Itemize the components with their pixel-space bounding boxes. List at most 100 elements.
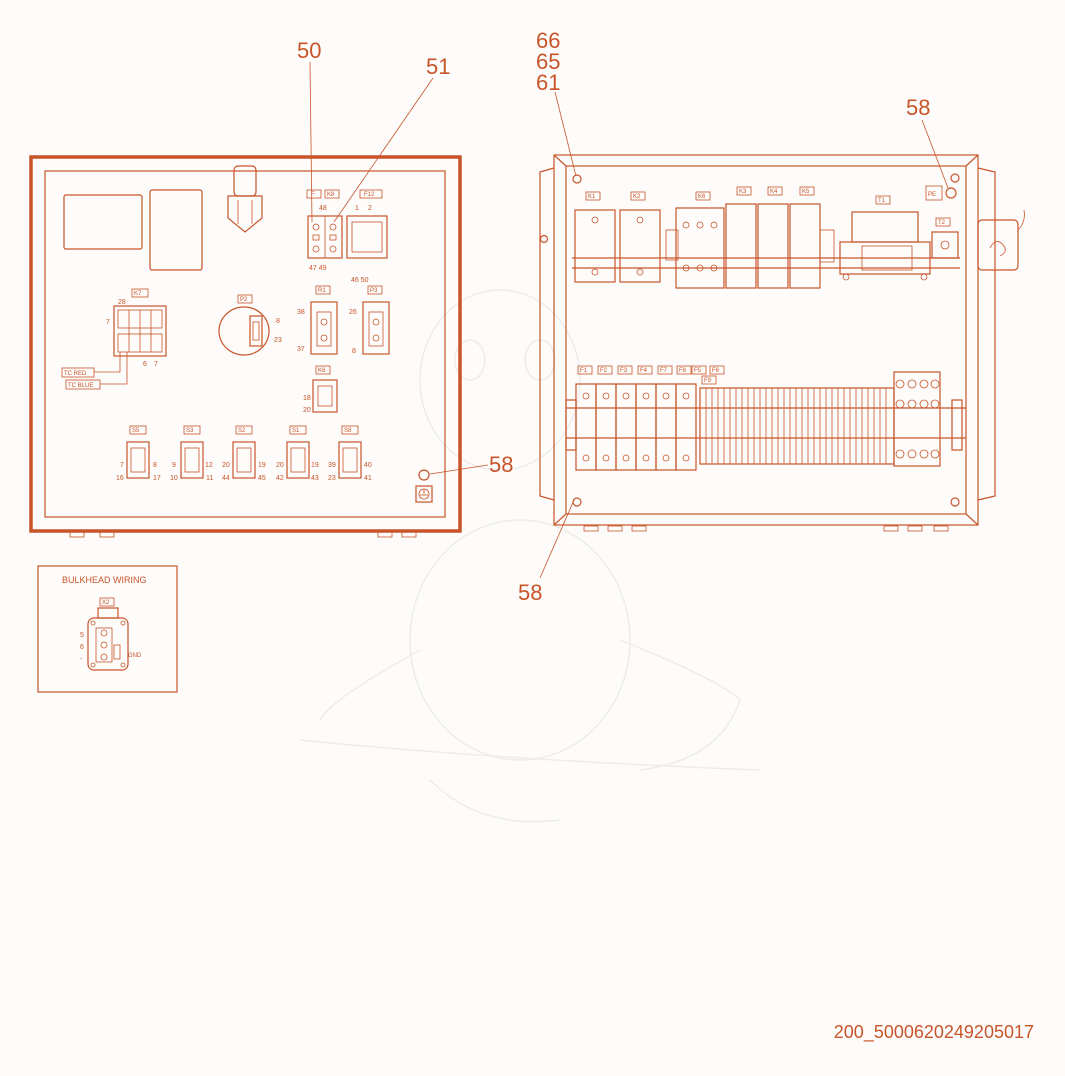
callout-58-top: 58	[906, 95, 930, 120]
bulkhead-pin-dash: -	[80, 656, 83, 663]
contactor-k4	[757, 203, 789, 289]
svg-text:9: 9	[172, 462, 176, 469]
tag-k8: K8	[327, 192, 335, 198]
bulkhead-title: BULKHEAD WIRING	[62, 575, 147, 585]
wire-46-50: 46 50	[351, 277, 369, 284]
relay-k8	[307, 215, 343, 259]
switch-s1: S1 20 19 42 43	[276, 425, 319, 482]
svg-text:39: 39	[328, 462, 336, 469]
callout-58-mid: 58	[489, 452, 513, 477]
terminal-t2	[931, 231, 959, 259]
tag-p3: P3	[370, 288, 378, 294]
tag-f-small: F	[311, 192, 315, 198]
bulkhead-pin-6: 6	[80, 644, 84, 651]
fuse-blocks	[565, 383, 697, 471]
tag-k2: K2	[633, 194, 641, 200]
svg-text:F6: F6	[712, 368, 720, 374]
svg-text:12: 12	[205, 462, 213, 469]
tag-t1: T1	[878, 198, 886, 204]
callout-50: 50	[297, 38, 321, 63]
wire-47-49: 47 49	[309, 265, 327, 272]
callout-65: 65	[536, 49, 560, 74]
ground-screw-pe	[945, 187, 957, 199]
callout-66: 66	[536, 28, 560, 53]
tag-k7: K7	[134, 291, 142, 297]
svg-text:F9: F9	[704, 378, 712, 384]
svg-text:17: 17	[153, 475, 161, 482]
potentiometer-p2	[218, 306, 270, 356]
contactor-k3	[725, 203, 757, 289]
tag-k3: K3	[739, 189, 747, 195]
contactor-k1	[574, 209, 616, 283]
wire-23: 23	[274, 337, 282, 344]
svg-text:11: 11	[206, 475, 213, 482]
wire-28: 28	[118, 299, 126, 306]
relay-k6-left	[312, 379, 338, 413]
watermark-dragon	[299, 289, 761, 823]
tag-k5: K5	[802, 189, 810, 195]
svg-text:44: 44	[222, 475, 230, 482]
tag-p2: P2	[240, 297, 248, 303]
relay-r1	[310, 301, 338, 355]
switch-s8: S8 39 40 23 41	[328, 425, 372, 482]
terminal-strip	[699, 387, 895, 465]
callout-51: 51	[426, 54, 450, 79]
svg-text:10: 10	[170, 475, 178, 482]
svg-text:42: 42	[276, 475, 284, 482]
svg-text:S2: S2	[238, 428, 246, 434]
wire-18: 18	[303, 395, 311, 402]
relay-p3	[362, 301, 390, 355]
svg-text:F3: F3	[620, 368, 628, 374]
tag-pe: PE	[928, 192, 936, 198]
ground-symbol-icon	[415, 485, 433, 503]
tag-x2: X2	[102, 600, 110, 606]
svg-text:23: 23	[328, 475, 336, 482]
wire-48: 48	[319, 205, 327, 212]
wire-7b: 7	[154, 361, 158, 368]
contactor-k6	[675, 207, 725, 289]
svg-text:F7: F7	[660, 368, 668, 374]
svg-text:F4: F4	[640, 368, 648, 374]
switch-s5: S5 7 8 16 17	[116, 425, 161, 482]
wire-37: 37	[297, 346, 305, 353]
transformer-t1	[839, 211, 931, 281]
contactor-k5	[789, 203, 821, 289]
wire-7-k7: 7	[106, 319, 110, 326]
svg-text:40: 40	[364, 462, 372, 469]
drawing-reference: 200_5000620249205017	[834, 1022, 1034, 1043]
contactor-k2	[619, 209, 661, 283]
tag-k6-right: K6	[698, 194, 706, 200]
bulkhead-pin-5: 5	[80, 632, 84, 639]
right-panel: K1 K2 K6 K3 K4 K5 T1	[539, 91, 1025, 579]
svg-text:F1: F1	[580, 368, 588, 374]
tag-k4: K4	[770, 189, 778, 195]
svg-text:41: 41	[364, 475, 372, 482]
wire-38: 38	[297, 309, 305, 316]
bulkhead-gnd: GND	[128, 653, 142, 659]
relay-k7	[113, 305, 167, 357]
svg-text:F5: F5	[694, 368, 702, 374]
left-panel: F K8 F12 48 1 2 47 49 46 50 K7 28 7	[29, 61, 489, 538]
tag-r1: R1	[318, 288, 326, 294]
svg-text:16: 16	[116, 475, 124, 482]
display-window-1	[63, 194, 143, 250]
callout-61: 61	[536, 70, 560, 95]
tag-f12: F12	[364, 192, 375, 198]
wire-26: 26	[349, 309, 357, 316]
svg-text:19: 19	[258, 462, 266, 469]
cable-gland-right	[977, 209, 1025, 271]
fuse-f12	[346, 215, 388, 259]
wire-1: 1	[355, 205, 359, 212]
wire-8-p2: 8	[276, 318, 280, 325]
svg-text:19: 19	[311, 462, 319, 469]
ground-screw-left	[418, 469, 430, 481]
switch-s2: S2 20 19 44 45	[222, 425, 266, 482]
svg-text:S1: S1	[292, 428, 300, 434]
svg-text:7: 7	[120, 462, 124, 469]
svg-text:8: 8	[153, 462, 157, 469]
svg-text:43: 43	[311, 475, 319, 482]
fuse-tags: F1 F2 F3 F4 F7 F8 F5 F6 F9	[577, 365, 725, 385]
power-terminals	[893, 371, 963, 467]
display-window-2	[149, 189, 203, 271]
